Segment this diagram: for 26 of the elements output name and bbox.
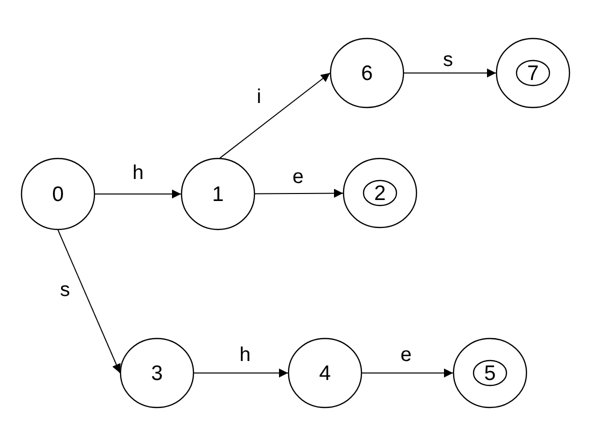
arrow — [219, 72, 330, 159]
state-label: 4 — [319, 362, 331, 384]
state-label: 1 — [212, 184, 224, 204]
state-circle — [516, 60, 550, 86]
accepting-state-circle — [343, 158, 417, 228]
state-label: 5 — [484, 362, 496, 384]
arrow — [94, 190, 182, 198]
state-circle — [330, 38, 404, 108]
arrow — [58, 230, 121, 374]
state-circle — [363, 180, 397, 206]
accepting-state-circle — [453, 338, 527, 408]
arrow — [194, 368, 288, 378]
arrow — [362, 368, 454, 378]
state-label: 6 — [361, 62, 373, 84]
state-label: 0 — [52, 184, 64, 204]
state-label: 7 — [527, 62, 539, 84]
state-label: 3 — [151, 362, 163, 384]
accepting-state-circle — [496, 38, 570, 108]
state-circle — [288, 338, 362, 408]
state-label: 2 — [374, 182, 386, 204]
state-circle — [120, 338, 194, 408]
arrow — [404, 68, 496, 78]
state-circle — [181, 158, 255, 230]
arrow — [254, 188, 344, 198]
state-circle — [21, 158, 95, 230]
state-circle — [473, 360, 507, 386]
